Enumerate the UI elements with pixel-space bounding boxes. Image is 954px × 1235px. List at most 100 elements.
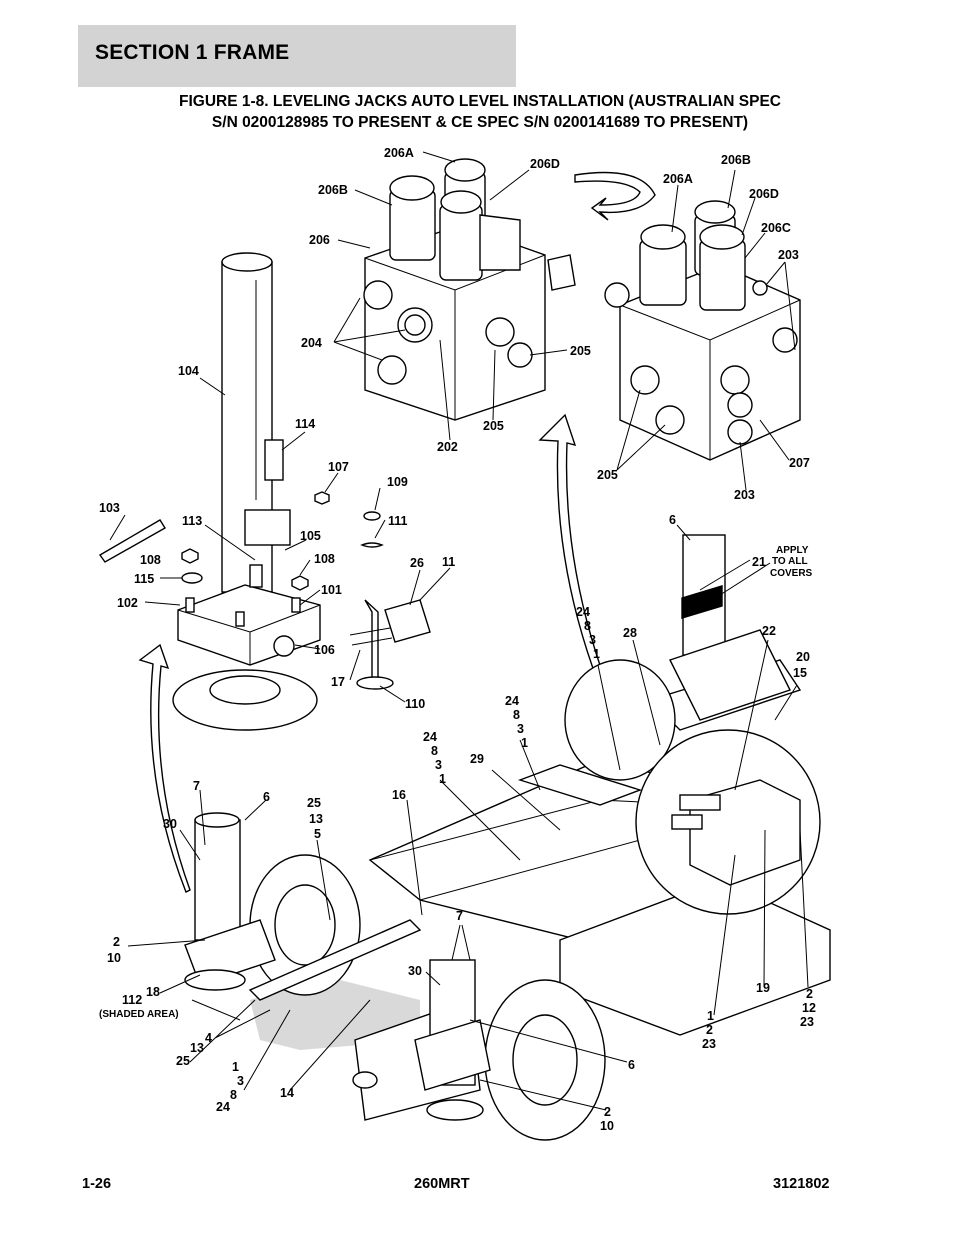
callout-label: 203	[778, 248, 799, 262]
callout-label: 24	[576, 605, 590, 619]
callout-label: 6	[628, 1058, 635, 1072]
callout-label: 206D	[749, 187, 779, 201]
callout-label: 112	[122, 993, 142, 1007]
callout-label: 109	[387, 475, 408, 489]
callout-label: 3	[517, 722, 524, 736]
figure-title-line-1: FIGURE 1-8. LEVELING JACKS AUTO LEVEL IN…	[179, 93, 781, 110]
footer-model: 260MRT	[414, 1176, 470, 1192]
callout-label: 206A	[663, 172, 693, 186]
callout-label: 21	[752, 555, 766, 569]
callout-label: 114	[295, 417, 315, 431]
callout-label: 12	[802, 1001, 816, 1015]
figure-title: FIGURE 1-8. LEVELING JACKS AUTO LEVEL IN…	[80, 91, 880, 133]
footer-doc-number: 3121802	[773, 1176, 830, 1192]
footer-page-number: 1-26	[82, 1176, 112, 1192]
callout-label: 108	[140, 553, 161, 567]
callout-label: 203	[734, 488, 755, 502]
callout-label: 29	[470, 752, 484, 766]
callout-label: 28	[623, 626, 637, 640]
callout-label: 110	[405, 697, 425, 711]
callout-label: 23	[702, 1037, 716, 1051]
callout-label: 7	[456, 909, 463, 923]
callout-label: 1	[593, 647, 600, 661]
callout-label: 8	[230, 1088, 237, 1102]
callout-label: 8	[584, 619, 591, 633]
callout-label: 206D	[530, 157, 560, 171]
callout-label: 106	[314, 643, 335, 657]
callout-label: 205	[597, 468, 618, 482]
callout-label: 3	[589, 633, 596, 647]
callout-label: 26	[410, 556, 424, 570]
small-parts	[98, 491, 431, 690]
callout-label: 8	[431, 744, 438, 758]
callout-label: 8	[513, 708, 520, 722]
callout-label: 6	[669, 513, 676, 527]
callout-label: 2	[706, 1023, 713, 1037]
callout-label: 206	[309, 233, 330, 247]
curved-arrow-left	[138, 643, 191, 893]
callout-label: 1	[232, 1060, 239, 1074]
callout-label: APPLY	[776, 545, 809, 556]
callout-label: 104	[178, 364, 199, 378]
callout-label: 25	[307, 796, 321, 810]
figure-title-line-2: S/N 0200128985 TO PRESENT & CE SPEC S/N …	[211, 114, 749, 131]
callout-label: 1	[439, 772, 446, 786]
section-title: SECTION 1 FRAME	[95, 41, 290, 64]
callout-label: 10	[600, 1119, 614, 1133]
callout-label: COVERS	[770, 568, 813, 579]
callout-label: 24	[505, 694, 519, 708]
callout-label: 205	[570, 344, 591, 358]
callout-label: 2	[113, 935, 120, 949]
leader-lines	[109, 151, 809, 1111]
callout-label: 13	[190, 1041, 204, 1055]
callout-label: 30	[163, 817, 177, 831]
callout-label: 111	[388, 514, 408, 528]
callout-label: 1	[707, 1009, 714, 1023]
callout-label: 14	[280, 1086, 294, 1100]
callout-label: 103	[99, 501, 120, 515]
callout-labels: 206A 206D 206B 206 204 205 205 202 206B …	[99, 146, 816, 1133]
callout-label: 22	[762, 624, 776, 638]
detail-circle	[635, 729, 821, 915]
callout-label: 24	[423, 730, 437, 744]
callout-label: 202	[437, 440, 458, 454]
section-header-band: SECTION 1 FRAME	[78, 25, 516, 87]
callout-label: 102	[117, 596, 138, 610]
callout-label: 6	[263, 790, 270, 804]
callout-label: 23	[800, 1015, 814, 1029]
callout-label: 11	[442, 555, 455, 569]
callout-label: 206A	[384, 146, 414, 160]
jack-assembly	[172, 252, 321, 731]
callout-label: 16	[392, 788, 406, 802]
callout-label: 7	[193, 779, 200, 793]
callout-label: 204	[301, 336, 322, 350]
callout-label: 5	[314, 827, 321, 841]
callout-label: 2	[604, 1105, 611, 1119]
callout-label: 105	[300, 529, 321, 543]
callout-label: 20	[796, 650, 810, 664]
callout-label: 24	[216, 1100, 230, 1114]
rotation-arrow	[574, 171, 656, 221]
callout-label: 19	[756, 981, 770, 995]
callout-label: 18	[146, 985, 160, 999]
callout-label: 206B	[721, 153, 751, 167]
callout-label: 206C	[761, 221, 791, 235]
jack-posts	[184, 534, 791, 1121]
callout-label: 30	[408, 964, 422, 978]
callout-label: 205	[483, 419, 504, 433]
callout-label: 15	[793, 666, 807, 680]
callout-label: TO ALL	[772, 556, 808, 567]
callout-label: 10	[107, 951, 121, 965]
callout-label: 101	[321, 583, 342, 597]
valve-block-right	[604, 200, 801, 461]
callout-label: 108	[314, 552, 335, 566]
callout-label: 13	[309, 812, 323, 826]
callout-label: 107	[328, 460, 349, 474]
valve-block-left	[363, 158, 576, 421]
callout-label: 17	[331, 675, 345, 689]
callout-label: (SHADED AREA)	[99, 1009, 179, 1020]
callout-label: 115	[134, 572, 154, 586]
callout-label: 3	[237, 1074, 244, 1088]
callout-label: 1	[521, 736, 528, 750]
